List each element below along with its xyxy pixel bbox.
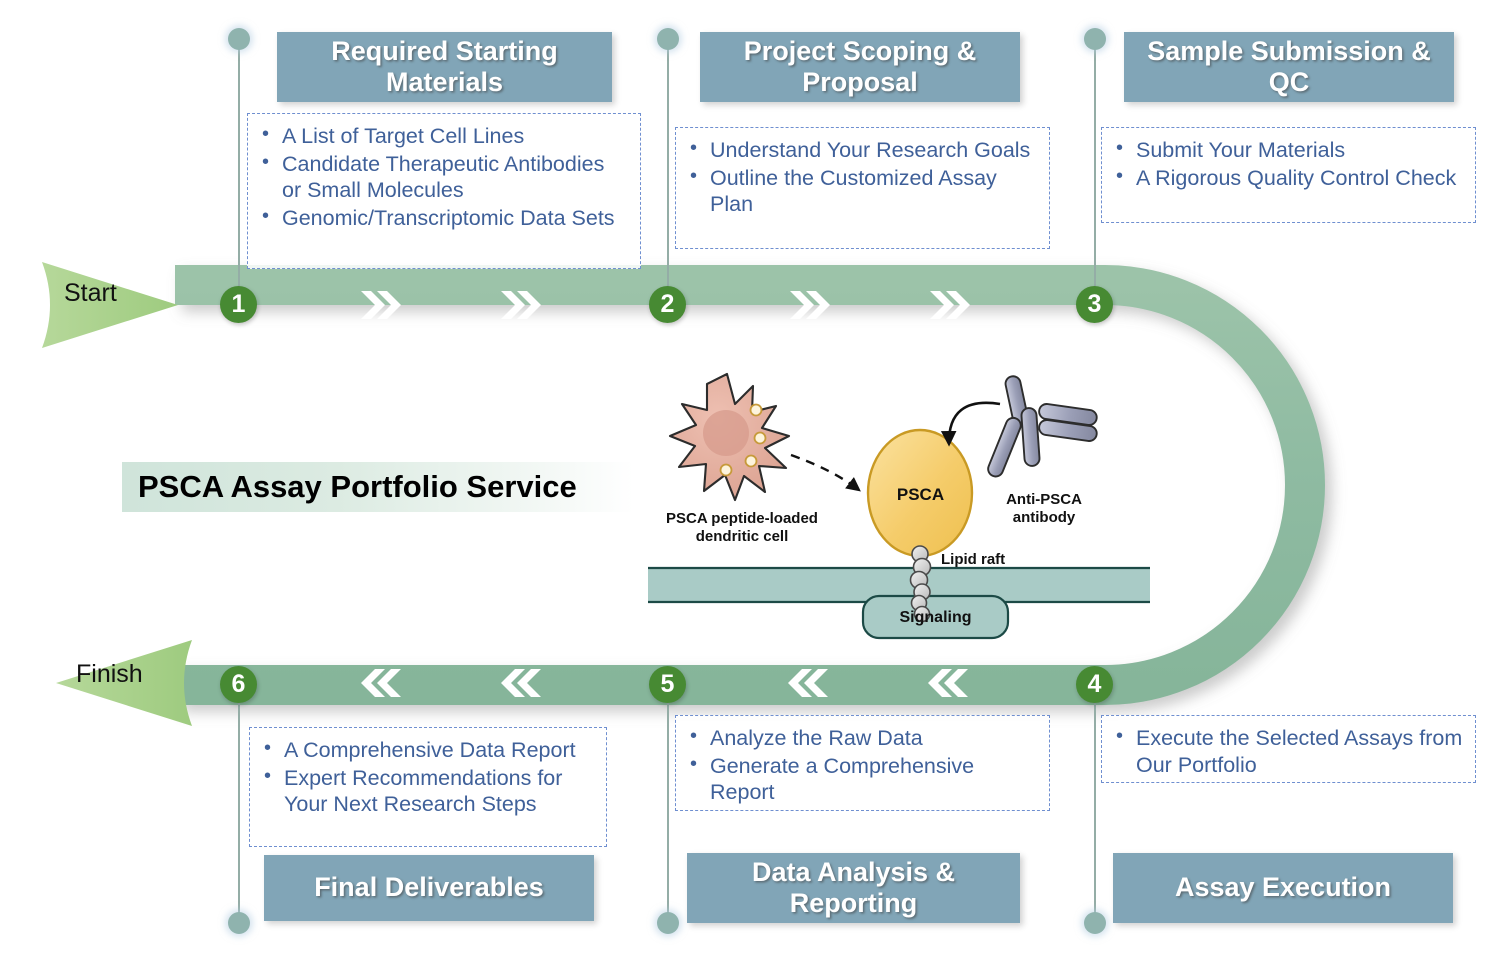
- list-item: Submit Your Materials: [1110, 136, 1463, 164]
- step-node-4[interactable]: 4: [1076, 666, 1113, 703]
- connector-dot: [228, 912, 250, 934]
- chevron-left-icon: [361, 669, 401, 697]
- list-item: Execute the Selected Assays from Our Por…: [1110, 724, 1463, 778]
- page-title: PSCA Assay Portfolio Service: [122, 462, 634, 512]
- list-item: A Comprehensive Data Report: [258, 736, 594, 764]
- chevron-left-icon: [788, 669, 828, 697]
- step-banner-4: Assay Execution: [1113, 853, 1453, 923]
- binding-arrow: [940, 401, 1001, 447]
- step-box-5: Analyze the Raw Data Generate a Comprehe…: [675, 715, 1050, 811]
- chevron-left-icon: [928, 669, 968, 697]
- connector-dot: [1084, 912, 1106, 934]
- step-banner-3: Sample Submission & QC: [1124, 32, 1454, 102]
- step-box-6: A Comprehensive Data Report Expert Recom…: [249, 727, 607, 847]
- connector-dot: [657, 912, 679, 934]
- start-label: Start: [64, 279, 117, 307]
- step-banner-6: Final Deliverables: [264, 855, 594, 921]
- step-banner-2: Project Scoping & Proposal: [700, 32, 1020, 102]
- step-box-3: Submit Your Materials A Rigorous Quality…: [1101, 127, 1476, 223]
- finish-label: Finish: [76, 660, 143, 688]
- presentation-arrow: [790, 453, 861, 492]
- list-item: A List of Target Cell Lines: [256, 122, 628, 150]
- step-node-3[interactable]: 3: [1076, 286, 1113, 323]
- chevron-right-icon: [790, 291, 830, 319]
- gpi-anchor-beads: [909, 545, 932, 623]
- chevron-right-icon: [361, 291, 401, 319]
- step-box-4: Execute the Selected Assays from Our Por…: [1101, 715, 1476, 783]
- step-node-2[interactable]: 2: [649, 286, 686, 323]
- psca-mechanism-illustration: PSCA peptide-loaded dendritic cell PSCA …: [648, 358, 1150, 650]
- list-item: Understand Your Research Goals: [684, 136, 1037, 164]
- signaling-box: [861, 594, 1010, 640]
- lipid-raft-label: Lipid raft: [941, 551, 1006, 568]
- connector-stem: [1094, 40, 1096, 290]
- connector-stem: [667, 684, 669, 924]
- list-item: Outline the Customized Assay Plan: [684, 164, 1037, 218]
- step-banner-1: Required Starting Materials: [277, 32, 612, 102]
- psca-label: PSCA: [896, 485, 945, 504]
- chevron-left-icon: [501, 669, 541, 697]
- antibody-icon: [987, 375, 1098, 478]
- chevron-right-icon: [501, 291, 541, 319]
- step-box-2: Understand Your Research Goals Outline t…: [675, 127, 1050, 249]
- connector-stem: [1094, 684, 1096, 924]
- connector-stem: [238, 684, 240, 924]
- connector-stem: [667, 40, 669, 290]
- step-node-5[interactable]: 5: [649, 666, 686, 703]
- connector-stem: [238, 40, 240, 290]
- step-node-1[interactable]: 1: [220, 286, 257, 323]
- list-item: Candidate Therapeutic Antibodies or Smal…: [256, 150, 628, 204]
- step-node-6[interactable]: 6: [220, 666, 257, 703]
- connector-dot: [657, 28, 679, 50]
- list-item: A Rigorous Quality Control Check: [1110, 164, 1463, 192]
- chevron-right-icon: [930, 291, 970, 319]
- dendritic-cell-icon: [668, 372, 791, 502]
- antibody-label: Anti-PSCA antibody: [1006, 491, 1082, 526]
- connector-dot: [1084, 28, 1106, 50]
- connector-dot: [228, 28, 250, 50]
- step-banner-5: Data Analysis & Reporting: [687, 853, 1020, 923]
- list-item: Genomic/Transcriptomic Data Sets: [256, 204, 628, 232]
- list-item: Analyze the Raw Data: [684, 724, 1037, 752]
- step-box-1: A List of Target Cell Lines Candidate Th…: [247, 113, 641, 269]
- dendritic-cell-label: PSCA peptide-loaded dendritic cell: [666, 510, 818, 545]
- list-item: Expert Recommendations for Your Next Res…: [258, 764, 594, 818]
- list-item: Generate a Comprehensive Report: [684, 752, 1037, 806]
- signaling-label: Signaling: [899, 609, 972, 626]
